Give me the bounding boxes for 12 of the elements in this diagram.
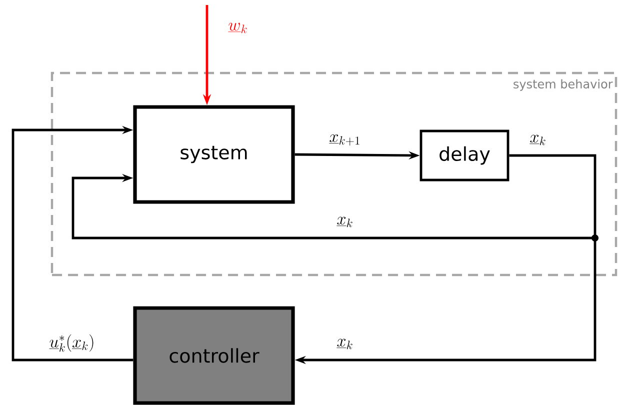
process-box: delay — [420, 130, 510, 182]
edge-label: $\underline{x}_{k+1}$ — [329, 134, 360, 146]
edge-label: $\underline{x}_k$ — [530, 134, 546, 146]
junction-dot — [592, 234, 598, 242]
arrow — [12, 126, 134, 362]
process-box: controller — [133, 306, 295, 405]
edge-label: $\underline{x}_k$ — [336, 338, 352, 350]
process-box: system — [133, 105, 295, 204]
edge-label: $\underline{x}_k$ — [336, 216, 352, 228]
arrow — [72, 174, 595, 240]
edge-label: $\underline{u}_k^*(\underline{x}_k)$ — [49, 334, 94, 352]
edge-label: $\underline{w}_k$ — [228, 22, 247, 34]
